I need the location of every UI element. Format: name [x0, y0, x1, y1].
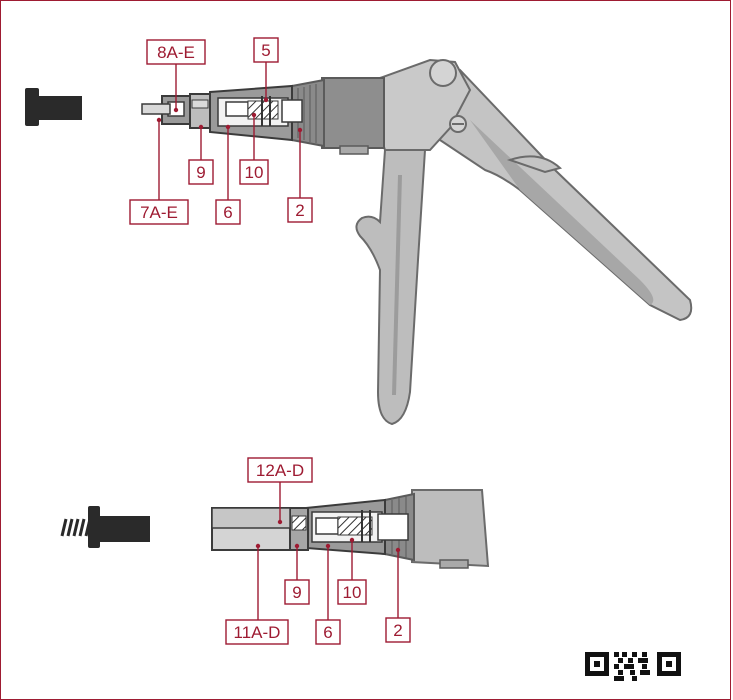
label-12A-D: 12A-D	[247, 457, 313, 483]
svg-text:2: 2	[393, 621, 402, 640]
label-5: 5	[253, 37, 279, 63]
bottom-tool-head	[384, 489, 490, 569]
bottom-threaded-bolt	[60, 506, 150, 548]
qr-code-icon	[585, 652, 681, 681]
svg-text:5: 5	[261, 41, 270, 60]
svg-text:6: 6	[223, 203, 232, 222]
label-10-top: 10	[239, 159, 269, 185]
top-bolt	[25, 88, 82, 126]
svg-text:11A-D: 11A-D	[234, 623, 281, 642]
label-11A-D: 11A-D	[225, 619, 289, 645]
diagram-canvas: 8A-E 5 9 10 7A-E 6 2	[25, 37, 693, 681]
label-2-top: 2	[287, 197, 313, 223]
svg-text:12A-D: 12A-D	[256, 461, 304, 480]
label-6-bottom: 6	[315, 619, 341, 645]
svg-text:9: 9	[292, 583, 301, 602]
svg-text:6: 6	[323, 623, 332, 642]
bottom-mechanism	[211, 498, 409, 556]
label-6-top: 6	[215, 199, 241, 225]
top-mechanism	[141, 84, 303, 142]
svg-text:9: 9	[196, 163, 205, 182]
label-2-bottom: 2	[385, 617, 411, 643]
label-7A-E: 7A-E	[129, 199, 189, 225]
label-9-top: 9	[188, 159, 214, 185]
riveter-tool	[291, 58, 693, 426]
label-10-bottom: 10	[337, 579, 367, 605]
label-9-bottom: 9	[284, 579, 310, 605]
svg-text:7A-E: 7A-E	[140, 203, 178, 222]
svg-text:10: 10	[245, 163, 264, 182]
svg-text:10: 10	[343, 583, 362, 602]
svg-text:8A-E: 8A-E	[157, 43, 195, 62]
label-8A-E: 8A-E	[146, 39, 206, 65]
svg-text:2: 2	[295, 201, 304, 220]
